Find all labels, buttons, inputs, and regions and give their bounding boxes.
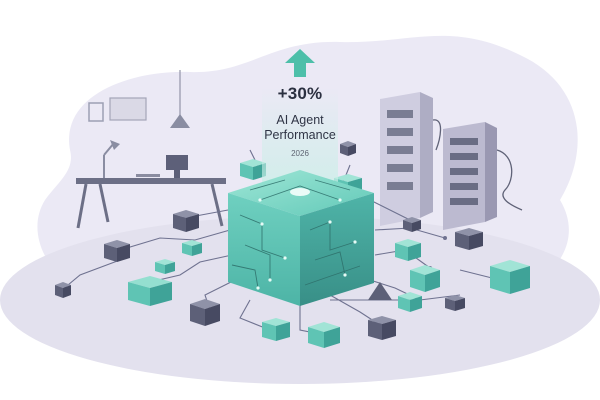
cube-teal [240, 159, 266, 180]
cube-dark [368, 316, 396, 340]
cube-dark [190, 299, 220, 326]
cube-teal [410, 265, 440, 292]
stat-title: AI Agent Performance [230, 113, 370, 143]
wall-frame [88, 102, 104, 122]
stat-value: +30% [277, 84, 323, 103]
central-ai-cube-icon [228, 170, 374, 306]
cube-teal [155, 259, 175, 274]
cube-teal [398, 292, 422, 312]
cube-dark [340, 141, 356, 156]
office-desk-icon [76, 140, 226, 229]
stat-title-line2: Performance [264, 128, 336, 142]
cube-teal [490, 260, 530, 294]
performance-stat: +30% AI Agent Performance 2026 [230, 48, 370, 158]
cube-teal [262, 318, 290, 341]
stat-year: 2026 [291, 149, 309, 158]
cube-teal [182, 240, 202, 256]
cube-teal [128, 276, 172, 306]
cube-dark [173, 210, 199, 232]
arrow-up-icon [285, 49, 315, 77]
pyramid-shape [368, 282, 392, 300]
wall-picture [109, 97, 147, 121]
cube-dark [445, 295, 465, 311]
cube-dark [104, 240, 130, 262]
cube-dark [403, 217, 421, 232]
cube-teal [395, 239, 421, 261]
cube-dark [455, 228, 483, 250]
stat-title-line1: AI Agent [276, 113, 324, 127]
cube-teal [308, 322, 340, 348]
cube-dark [55, 282, 71, 298]
server-rack-icon [380, 92, 523, 230]
pendant-lamp [170, 114, 190, 128]
small-cubes [55, 141, 530, 348]
